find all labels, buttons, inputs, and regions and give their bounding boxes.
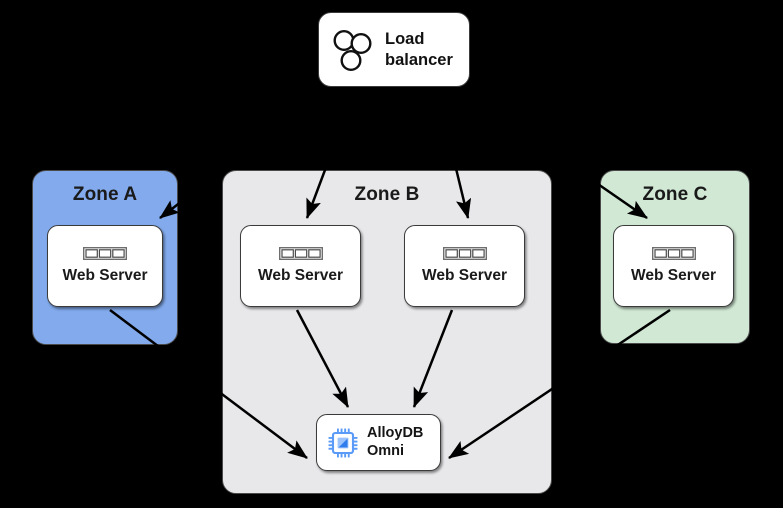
alloydb-omni-label-line1: AlloyDB (367, 424, 424, 441)
cpu-chip-icon (328, 428, 358, 457)
alloydb-omni-label-line2: Omni (367, 442, 405, 459)
zone-b-title: Zone B (354, 184, 420, 205)
zone-c-web-server-label: Web Server (630, 267, 716, 284)
load-balancer-node[interactable]: Load balancer (318, 12, 470, 87)
server-rack-icon (442, 247, 487, 260)
zone-b-web-server-2-node[interactable]: Web Server (404, 225, 525, 307)
zone-a-web-server-node[interactable]: Web Server (47, 225, 163, 307)
zone-b-web-server-1-node[interactable]: Web Server (240, 225, 361, 307)
zone-a-title: Zone A (72, 184, 138, 205)
zone-a-web-server-label: Web Server (62, 267, 148, 284)
server-rack-icon (278, 247, 323, 260)
zone-b-web-server-1-label: Web Server (257, 267, 343, 284)
zone-b-web-server-2-label: Web Server (421, 267, 507, 284)
load-balancer-label: Load balancer (385, 29, 453, 71)
three-circles-load-balancer-icon (333, 29, 372, 71)
load-balancer-label-line2: balancer (385, 50, 453, 69)
alloydb-omni-node[interactable]: AlloyDB Omni (316, 414, 441, 471)
zone-c-web-server-node[interactable]: Web Server (613, 225, 734, 307)
zone-c-title: Zone C (642, 184, 708, 205)
server-rack-icon (83, 247, 127, 260)
load-balancer-label-line1: Load (385, 29, 425, 48)
alloydb-omni-label: AlloyDB Omni (367, 425, 423, 461)
server-rack-icon (651, 247, 696, 260)
